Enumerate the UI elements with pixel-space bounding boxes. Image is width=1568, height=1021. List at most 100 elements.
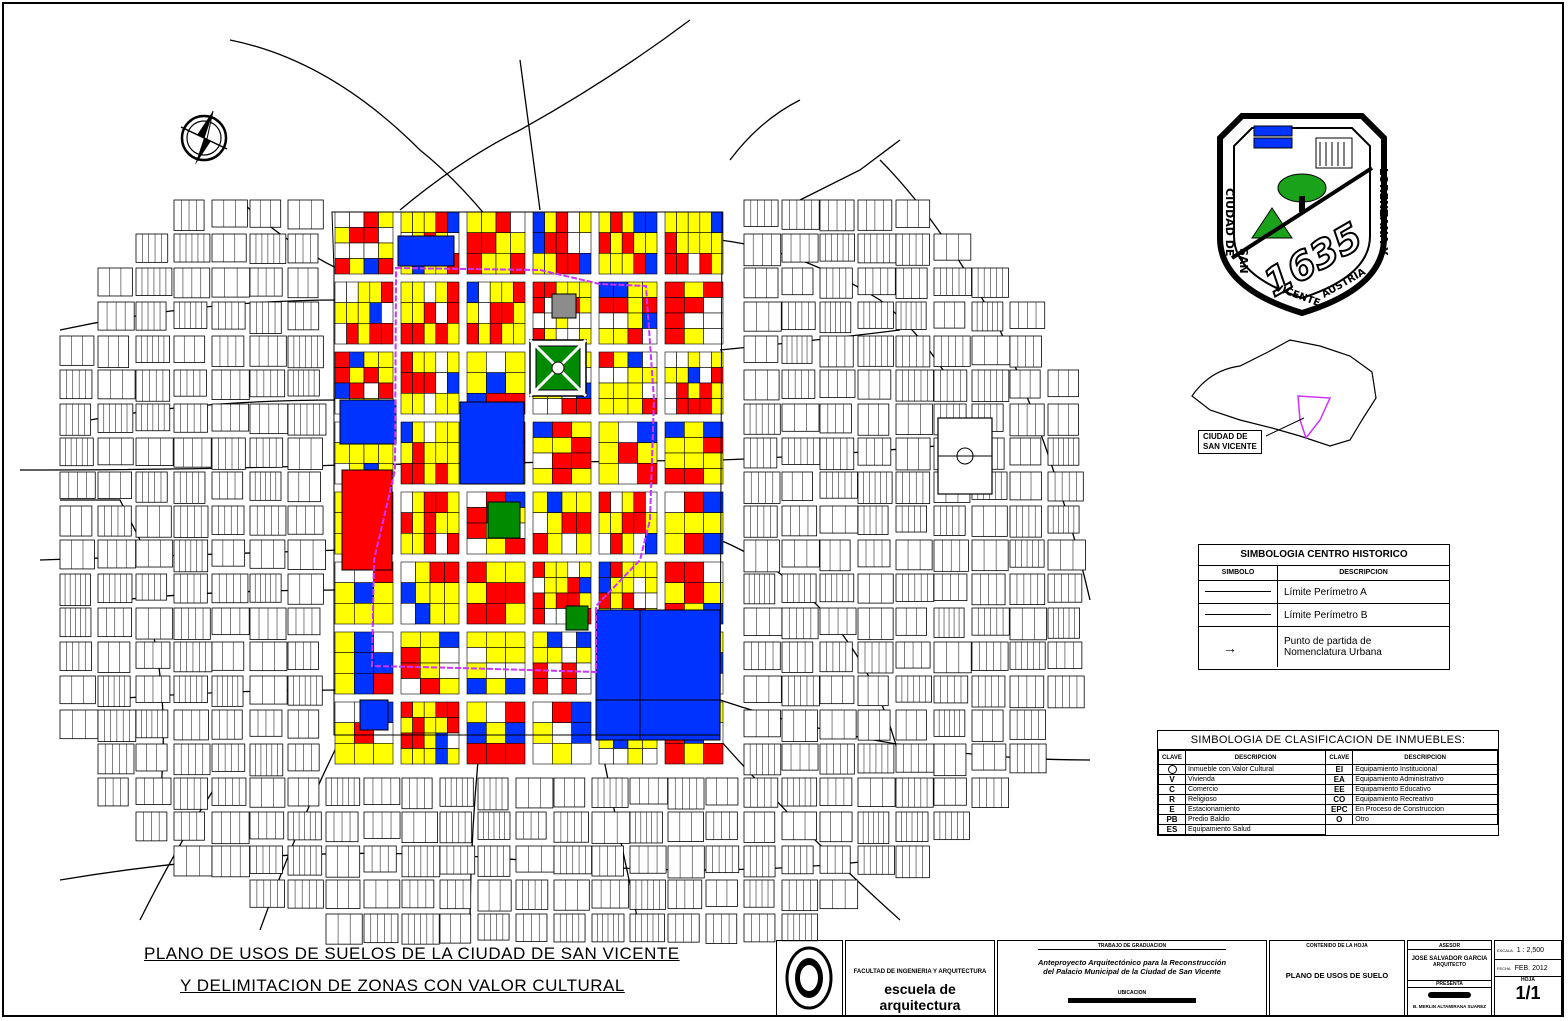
parcel [613,398,629,415]
parcel [532,211,545,233]
sheet-number: 1/1 [1515,983,1541,1003]
parcel [429,582,445,604]
parcel [334,242,350,259]
outer-block [249,675,288,705]
parcel [412,421,425,443]
outer-block [249,437,284,468]
outer-block [743,403,781,435]
parcel [349,367,365,384]
outer-block [819,675,855,705]
outer-block [819,403,852,434]
outer-block [857,267,896,296]
parcel [346,323,359,345]
legend-centro-title: SIMBOLOGIA CENTRO HISTORICO [1199,545,1449,566]
parcel [505,631,526,648]
outer-block-outline [895,743,935,773]
parcel [547,398,563,415]
parcel [642,398,658,415]
outer-block [743,743,782,776]
outer-block [211,233,247,263]
parcel [532,592,545,609]
outer-block [1009,369,1041,399]
parcel [703,437,724,454]
parcel [400,748,413,765]
parcel [576,491,592,513]
parcel [466,743,487,765]
parcel [699,211,712,233]
outer-block-outline [781,607,819,640]
parcel [532,743,553,765]
outer-block [667,777,705,810]
outer-block-outline [135,505,172,538]
parcel [466,323,479,345]
outer-block [173,675,208,703]
parcel [664,512,685,534]
parcel [613,328,629,345]
parcel [505,372,526,394]
outer-block [629,879,667,910]
outer-block [819,573,855,603]
outer-block-outline [135,573,168,601]
parcel [447,512,460,534]
outer-block [895,607,927,636]
parcel [598,367,614,384]
outer-block-outline [743,607,783,636]
parcel [334,652,355,674]
parcel [610,592,623,609]
historic-block [400,701,460,765]
outer-block-outline [895,335,931,368]
parcel [334,323,347,345]
parcel [412,302,425,324]
parcel [435,323,448,345]
outer-block [857,437,892,466]
outer-block-outline [1009,607,1048,641]
outer-block [819,505,859,534]
parcel [579,281,592,298]
outer-block [287,369,320,397]
outer-block [249,403,289,435]
parcel [400,351,413,373]
outer-block-outline [895,233,930,266]
parcel [552,722,572,744]
outer-block [933,301,966,329]
outer-block-outline [933,505,966,536]
outer-block [211,505,245,535]
outer-block-outline [173,471,206,504]
historic-block [664,421,724,485]
parcel [633,491,646,513]
outer-block [1047,437,1080,466]
outer-block [97,743,135,775]
parcel [363,367,379,384]
parcel [373,652,394,674]
outer-block-outline [895,845,930,879]
project-box: TRABAJO DE GRADUACION Anteproyecto Arqui… [997,940,1267,1016]
outer-block-outline [971,709,1004,742]
outer-block [933,641,972,674]
compass-icon [180,110,228,165]
outer-block [325,811,359,843]
parcel [627,297,643,314]
outer-block-outline [857,607,894,641]
parcel [664,533,685,555]
parcel [435,281,448,303]
outer-block [173,199,205,231]
outer-block [59,505,93,537]
parcel [439,662,460,679]
scale-date-box: ESCALA 1 : 2,500 FECHA FEB. 2012 HOJA 1/… [1494,940,1562,1016]
parcel [423,351,437,373]
outer-block [363,913,399,944]
outer-block [59,369,93,400]
parcel [645,577,658,594]
outer-block [249,607,287,640]
parcel [627,398,643,415]
parcel [495,253,511,275]
parcel [598,592,611,609]
outer-block [895,675,932,703]
outer-block [211,607,250,636]
parcel [687,232,701,254]
parcel [684,421,704,438]
outer-block-outline [249,845,283,874]
parcel [576,631,592,648]
outer-block [781,335,813,364]
